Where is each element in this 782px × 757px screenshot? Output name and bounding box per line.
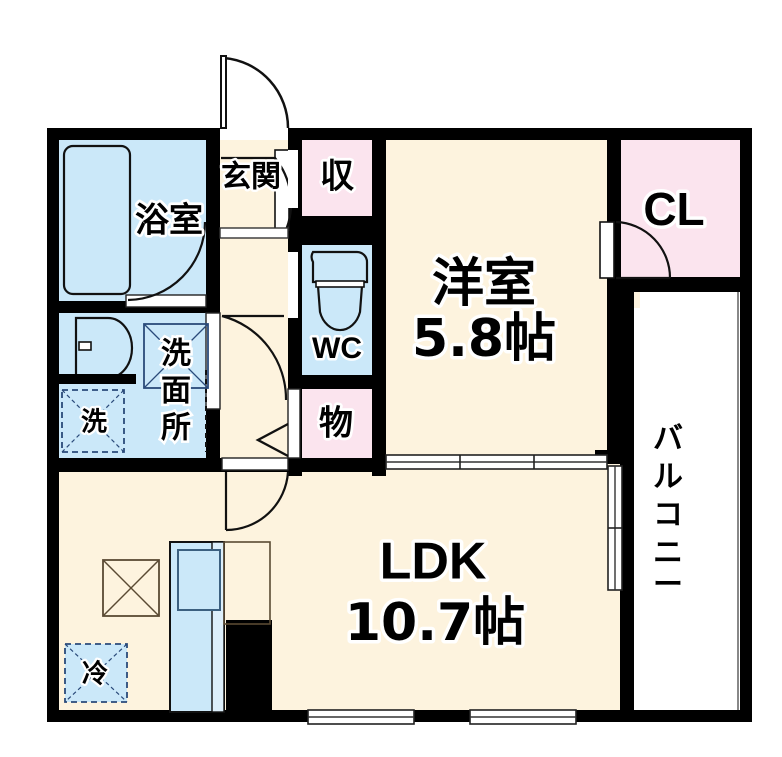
front-door[interactable] <box>220 55 290 140</box>
hall-door-arc <box>224 471 290 532</box>
storage-door-fold <box>255 422 289 458</box>
label-washer: 洗 <box>81 408 107 438</box>
kitchen-counter <box>169 541 271 713</box>
washer-space <box>61 389 125 453</box>
label-storage-a: 収 <box>320 157 354 197</box>
label-washroom-char-1: 面 <box>161 374 191 409</box>
label-balcony-char-0: バ <box>653 422 683 457</box>
washroom-unit-x2 <box>143 323 209 389</box>
storage-b-floor <box>302 389 372 458</box>
label-bedroom-area: 5.8帖 <box>412 309 556 369</box>
wall-wc-right <box>372 128 386 476</box>
fridge-x2 <box>64 643 128 703</box>
hall-door[interactable] <box>221 457 290 532</box>
label-fridge: 冷 <box>82 659 108 690</box>
label-ldk-area: 10.7帖 <box>345 593 525 653</box>
room-labels: 浴室 玄関 収 WC 物 CL 洋室 5.8帖 LDK 10.7帖 洗 冷 洗 … <box>79 154 708 692</box>
label-balcony-char-2: コ <box>653 498 683 533</box>
front-door-opening <box>220 128 288 140</box>
closet-floor <box>607 139 741 277</box>
label-washroom: 洗 面 所 <box>159 334 194 448</box>
wall-storageb-bottom <box>288 458 386 472</box>
entrance-step-line <box>219 227 289 239</box>
bath-door[interactable] <box>125 221 207 308</box>
fridge-space <box>64 643 128 703</box>
storage-a-floor <box>302 139 372 216</box>
openings <box>125 55 672 725</box>
bedroom-partition[interactable] <box>385 454 608 470</box>
label-closet: CL <box>643 183 704 235</box>
wall-right <box>740 128 752 722</box>
label-wc: WC <box>312 332 362 365</box>
outside-top <box>0 0 782 128</box>
wall-closet-bottom <box>607 277 752 292</box>
front-door-swing-arc <box>222 56 290 129</box>
label-balcony-char-1: ル <box>653 460 683 495</box>
washroom-unit-box <box>143 323 209 389</box>
balcony-floor <box>620 292 752 722</box>
storage-a-door-opening <box>288 150 298 208</box>
wall-bedroom-lower-right <box>607 292 621 462</box>
ldk-window-2[interactable] <box>469 709 577 725</box>
toilet-seat-line <box>315 280 365 288</box>
washroom-unit-mark <box>143 323 209 389</box>
label-bedroom: 洋室 <box>432 254 536 314</box>
wall-bath-right <box>206 128 220 311</box>
outside-left <box>0 0 47 757</box>
equipment-mark-x2 <box>102 559 160 617</box>
storage-a-door[interactable] <box>288 150 298 208</box>
kitchen-upper-cabinet <box>223 541 271 625</box>
washer-x-2 <box>61 389 125 453</box>
label-ldk: LDK <box>380 533 487 591</box>
wall-top <box>47 128 752 140</box>
label-entrance: 玄関 <box>221 160 281 195</box>
closet-door-leaf <box>599 221 615 279</box>
wall-between-storagea-wc <box>288 216 386 245</box>
closet-door[interactable] <box>599 220 672 280</box>
wc-door[interactable] <box>288 252 298 318</box>
wall-kitchen-stub <box>226 620 272 715</box>
wall-between-wc-storageb <box>288 375 386 389</box>
front-door-leaf <box>220 55 227 129</box>
label-balcony-char-4: ー <box>653 568 683 603</box>
vanity-counter-edge <box>58 374 136 384</box>
storage-door-track <box>287 388 301 459</box>
hall-door-opening <box>221 457 289 471</box>
wall-balcony-inner <box>620 292 634 710</box>
bath-door-opening <box>125 294 207 308</box>
vanity-faucet <box>78 341 92 351</box>
kitchen-sink-basin <box>177 549 221 611</box>
label-bath: 浴室 <box>135 201 203 241</box>
fixtures <box>58 144 739 713</box>
outside-right <box>752 0 782 757</box>
washroom-door[interactable] <box>205 312 288 410</box>
label-storage-b: 物 <box>319 404 353 444</box>
wc-door-opening <box>288 252 298 318</box>
storage-door[interactable] <box>255 388 301 459</box>
label-balcony-char-3: ニ <box>653 536 683 571</box>
entrance-step <box>219 227 289 239</box>
ldk-window-1[interactable] <box>307 709 415 725</box>
outside-bottom <box>0 722 782 757</box>
toilet-bowl <box>316 284 364 332</box>
equipment-mark-box <box>102 559 160 617</box>
wall-washroom-bottom <box>47 458 220 472</box>
bathtub-outline <box>62 144 132 296</box>
label-washroom-char-0: 洗 <box>161 337 191 372</box>
toilet <box>310 250 369 332</box>
washroom-door-leaf <box>205 312 221 410</box>
label-balcony: バ ル コ ニ ー <box>651 419 686 605</box>
equipment-mark <box>102 559 160 617</box>
bathtub <box>62 144 132 296</box>
washroom-door-arc <box>221 314 288 401</box>
wall-left <box>47 128 59 722</box>
closet-door-arc <box>615 220 672 280</box>
vanity-basin <box>74 316 134 380</box>
toilet-tank <box>310 250 369 284</box>
label-washroom-char-2: 所 <box>161 411 191 446</box>
balcony-window[interactable] <box>607 465 623 591</box>
